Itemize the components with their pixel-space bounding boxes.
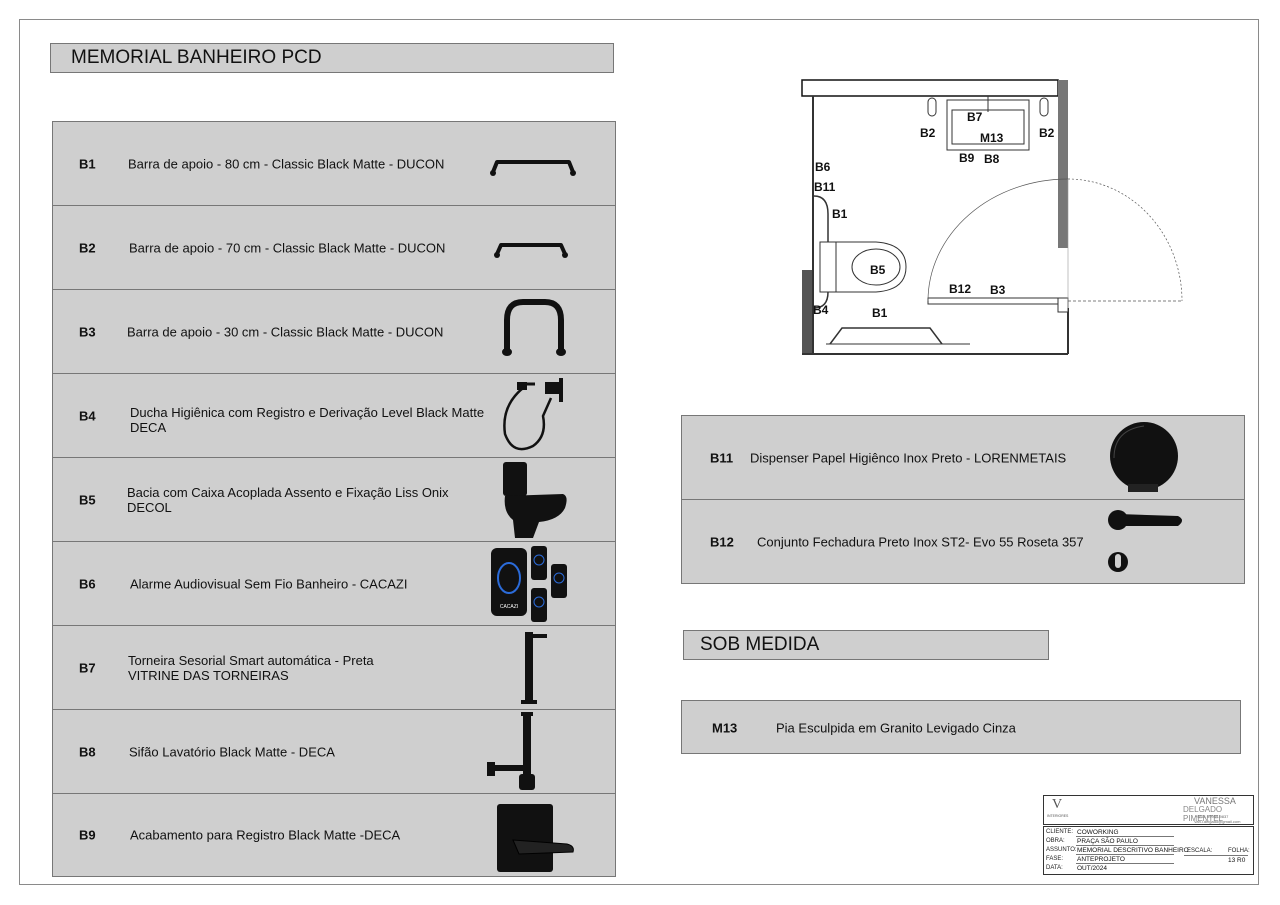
paper-dispenser-icon	[1110, 422, 1178, 492]
item-code: B5	[79, 492, 96, 507]
item-row-b7: B7 Torneira Sesorial Smart automática - …	[52, 625, 616, 709]
item-description: Ducha Higiênica com Registro e Derivação…	[130, 405, 485, 436]
item-row-b5: B5 Bacia com Caixa Acoplada Assento e Fi…	[52, 457, 616, 541]
plan-label-b6: B6	[815, 160, 831, 174]
plan-label-b11: B11	[814, 180, 836, 194]
title-block: V INTERIORES VANESSA DELGADO PIMENTEL +5…	[1043, 795, 1254, 876]
item-row-b4: B4 Ducha Higiênica com Registro e Deriva…	[52, 373, 616, 457]
item-code: M13	[712, 720, 738, 736]
assunto-label: ASSUNTO:	[1046, 847, 1077, 853]
grab-bar-long-icon	[490, 160, 576, 176]
item-description: Dispenser Papel Higiênco Inox Preto - LO…	[750, 450, 1067, 465]
toilet-icon	[503, 462, 567, 538]
plan-label-b4: B4	[813, 303, 829, 317]
plan-label-b2-left: B2	[920, 126, 936, 140]
sheet-frame	[19, 19, 1259, 885]
fase-label: FASE:	[1046, 856, 1064, 862]
item-row-b6: B6 Alarme Audiovisual Sem Fio Banheiro -…	[52, 541, 616, 625]
custom-section-title: SOB MEDIDA	[700, 634, 820, 655]
item-row-b9: B9 Acabamento para Registro Black Matte …	[52, 793, 616, 877]
designer-last-name: DELGADO PIMENTEL	[1183, 805, 1224, 823]
alarm-brand-mark: CACAZI	[500, 604, 518, 610]
item-description: Sifão Lavatório Black Matte - DECA	[129, 744, 335, 759]
item-row-b11: B11 Dispenser Papel Higiênco Inox Preto …	[682, 416, 1244, 500]
item-code: B1	[79, 156, 96, 171]
item-row-b2: B2 Barra de apoio - 70 cm - Classic Blac…	[52, 205, 616, 289]
plan-label-b8: B8	[984, 152, 1000, 166]
title-block-header: V INTERIORES VANESSA DELGADO PIMENTEL +5…	[1043, 795, 1254, 825]
door-handle-icon	[1108, 510, 1182, 572]
bathroom-floor-plan: B7 M13 B2 B2 B9 B8 B6 B11 B1 B5 B12 B3 B…	[801, 79, 1183, 355]
folha-value: 13 R0	[1228, 857, 1246, 864]
item-description: Barra de apoio - 30 cm - Classic Black M…	[127, 324, 444, 339]
item-row-b12: B12 Conjunto Fechadura Preto Inox ST2- E…	[682, 500, 1244, 584]
cliente-label: CLIENTE:	[1046, 829, 1074, 835]
plan-label-b9: B9	[959, 151, 975, 165]
designer-logo-mark: V	[1052, 797, 1063, 812]
siphon-icon	[487, 712, 535, 790]
item-description: Barra de apoio - 80 cm - Classic Black M…	[128, 156, 445, 171]
folha-label: FOLHA:	[1228, 848, 1250, 854]
item-code: B12	[710, 534, 734, 550]
item-code: B11	[710, 450, 734, 465]
item-code: B6	[79, 576, 96, 591]
hygienic-shower-icon	[503, 378, 563, 451]
plan-label-b7: B7	[967, 110, 983, 124]
item-description: Torneira Sesorial Smart automática - Pre…	[128, 652, 374, 683]
data-value: OUT/2024	[1077, 865, 1107, 872]
designer-email: Van.i.delgado@gmail.com	[1194, 819, 1241, 824]
accessories-table: B11 Dispenser Papel Higiênco Inox Preto …	[681, 415, 1245, 584]
plan-label-b1-bottom: B1	[872, 306, 888, 320]
grab-bar-short-icon	[502, 299, 566, 356]
item-description: Conjunto Fechadura Preto Inox ST2- Evo 5…	[757, 534, 1084, 550]
obra-label: OBRA:	[1046, 838, 1065, 844]
cliente-value: COWORKING	[1077, 829, 1119, 836]
item-code: B4	[79, 408, 96, 423]
faucet-icon	[521, 632, 547, 704]
escala-label: ESCALA:	[1187, 848, 1213, 854]
data-label: DATA:	[1046, 865, 1063, 871]
plan-label-b1-top: B1	[832, 207, 848, 221]
item-row-b1: B1 Barra de apoio - 80 cm - Classic Blac…	[52, 121, 616, 205]
item-description: Acabamento para Registro Black Matte -DE…	[130, 827, 401, 843]
item-code: B7	[79, 660, 96, 675]
title-block-info: CLIENTE: COWORKING OBRA: PRAÇA SÃO PAULO…	[1043, 826, 1254, 875]
memorial-title-box: MEMORIAL BANHEIRO PCD	[50, 43, 614, 73]
designer-logo-sub: INTERIORES	[1047, 814, 1069, 818]
plan-label-b2-right: B2	[1039, 126, 1055, 140]
item-code: B3	[79, 324, 96, 339]
plan-label-b5: B5	[870, 263, 886, 277]
item-description: Bacia com Caixa Acoplada Assento e Fixaç…	[127, 484, 449, 515]
item-description: Pia Esculpida em Granito Levigado Cinza	[776, 720, 1016, 736]
assunto-value: MEMORIAL DESCRITIVO BANHEIRO	[1077, 847, 1189, 854]
countertop-plan	[801, 79, 1059, 97]
fase-value: ANTEPROJETO	[1077, 856, 1125, 863]
item-description: Alarme Audiovisual Sem Fio Banheiro - CA…	[130, 576, 408, 591]
items-table: B1 Barra de apoio - 80 cm - Classic Blac…	[52, 121, 616, 877]
item-row-m13: M13 Pia Esculpida em Granito Levigado Ci…	[682, 701, 1240, 755]
item-description: Barra de apoio - 70 cm - Classic Black M…	[129, 240, 446, 255]
alarm-device-icon: CACAZI	[491, 546, 567, 622]
obra-value: PRAÇA SÃO PAULO	[1077, 838, 1138, 845]
plan-label-b3: B3	[990, 283, 1006, 297]
item-code: B9	[79, 827, 96, 843]
custom-section-title-box: SOB MEDIDA	[683, 630, 1049, 660]
custom-items-table: M13 Pia Esculpida em Granito Levigado Ci…	[681, 700, 1241, 754]
grab-bar-medium-icon	[494, 243, 568, 258]
item-code: B2	[79, 240, 96, 255]
plan-label-b12: B12	[949, 282, 971, 296]
plan-label-m13: M13	[980, 131, 1004, 145]
designer-phone: +5511 99999-9837	[1195, 814, 1229, 819]
item-row-b3: B3 Barra de apoio - 30 cm - Classic Blac…	[52, 289, 616, 373]
designer-first-name: VANESSA	[1194, 796, 1236, 806]
item-code: B8	[79, 744, 96, 759]
item-row-b8: B8 Sifão Lavatório Black Matte - DECA	[52, 709, 616, 793]
valve-trim-icon	[497, 804, 574, 872]
memorial-title: MEMORIAL BANHEIRO PCD	[71, 47, 322, 68]
